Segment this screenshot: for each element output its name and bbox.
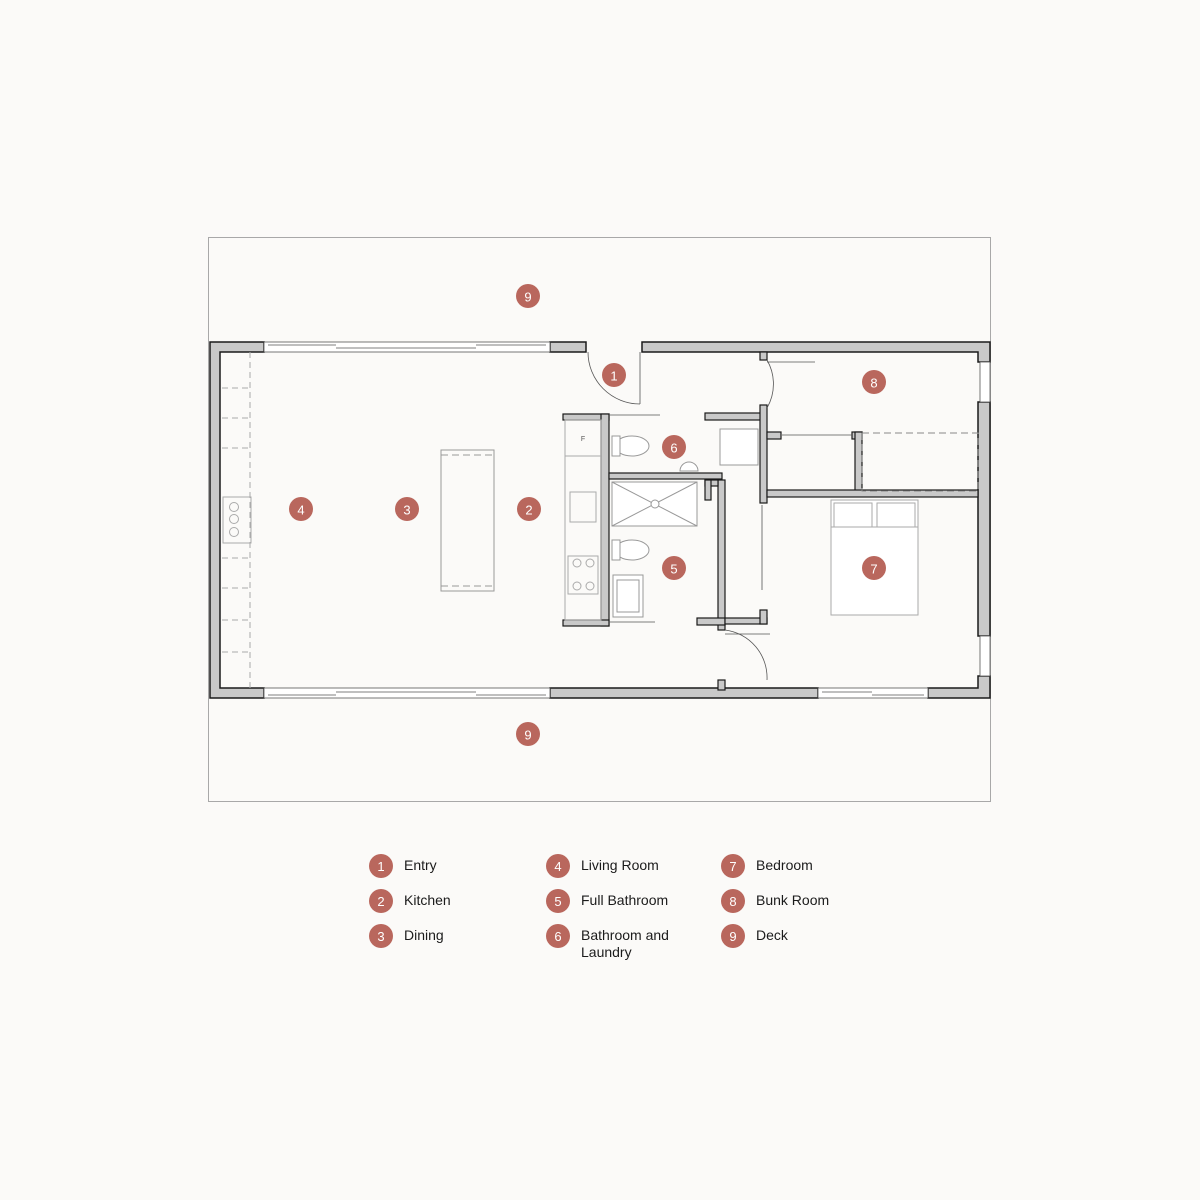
svg-text:8: 8 bbox=[870, 376, 877, 391]
room-marker-1: 1 bbox=[602, 363, 626, 387]
legend-label: Kitchen bbox=[404, 892, 451, 908]
kitchen-counter bbox=[564, 419, 602, 621]
legend-item: 7 Bedroom bbox=[721, 854, 866, 878]
room-marker-3: 3 bbox=[395, 497, 419, 521]
legend-label: Deck bbox=[756, 927, 788, 943]
legend-item: 9 Deck bbox=[721, 924, 866, 948]
legend-item: 6 Bathroom and Laundry bbox=[546, 924, 691, 961]
legend-badge: 2 bbox=[369, 889, 393, 913]
bath-fixtures bbox=[611, 428, 759, 618]
legend-badge: 9 bbox=[721, 924, 745, 948]
room-marker-7: 7 bbox=[862, 556, 886, 580]
legend-item: 2 Kitchen bbox=[369, 889, 514, 913]
legend-item: 8 Bunk Room bbox=[721, 889, 866, 913]
svg-text:5: 5 bbox=[670, 562, 677, 577]
svg-text:4: 4 bbox=[297, 503, 304, 518]
svg-text:9: 9 bbox=[524, 728, 531, 743]
room-marker-9: 9 bbox=[516, 284, 540, 308]
svg-text:6: 6 bbox=[670, 441, 677, 456]
fridge-label: F bbox=[581, 436, 585, 443]
legend-badge: 7 bbox=[721, 854, 745, 878]
legend-label: Living Room bbox=[581, 857, 659, 873]
bunk-bed bbox=[861, 432, 979, 492]
room-marker-9: 9 bbox=[516, 722, 540, 746]
interior-doors bbox=[609, 359, 852, 681]
entry-door bbox=[587, 351, 641, 405]
legend-label: Bunk Room bbox=[756, 892, 830, 908]
svg-text:7: 7 bbox=[870, 562, 877, 577]
room-markers: 1 2 3 4 5 6 7 8 9 9 bbox=[289, 284, 886, 746]
legend-badge: 3 bbox=[369, 924, 393, 948]
dining-table bbox=[440, 449, 495, 592]
legend-item: 1 Entry bbox=[369, 854, 514, 878]
svg-text:3: 3 bbox=[403, 503, 410, 518]
room-marker-4: 4 bbox=[289, 497, 313, 521]
svg-text:1: 1 bbox=[610, 369, 617, 384]
room-marker-8: 8 bbox=[862, 370, 886, 394]
legend-badge: 1 bbox=[369, 854, 393, 878]
legend-badge: 4 bbox=[546, 854, 570, 878]
legend-label: Entry bbox=[404, 857, 437, 873]
legend-badge: 6 bbox=[546, 924, 570, 948]
svg-text:2: 2 bbox=[525, 503, 532, 518]
legend: 1 Entry 2 Kitchen 3 Dining 4 Living Room 5 Full B… bbox=[369, 854, 849, 974]
legend-label: Bedroom bbox=[756, 857, 813, 873]
window-glazing bbox=[263, 341, 991, 699]
room-marker-6: 6 bbox=[662, 435, 686, 459]
room-marker-5: 5 bbox=[662, 556, 686, 580]
legend-item: 4 Living Room bbox=[546, 854, 691, 878]
legend-label: Dining bbox=[404, 927, 444, 943]
legend-badge: 8 bbox=[721, 889, 745, 913]
legend-label: Full Bathroom bbox=[581, 892, 669, 908]
room-marker-2: 2 bbox=[517, 497, 541, 521]
living-built-ins bbox=[222, 352, 252, 688]
legend-label: Bathroom and Laundry bbox=[581, 927, 669, 960]
legend-item: 5 Full Bathroom bbox=[546, 889, 691, 913]
svg-text:9: 9 bbox=[524, 290, 531, 305]
legend-badge: 5 bbox=[546, 889, 570, 913]
legend-item: 3 Dining bbox=[369, 924, 514, 948]
